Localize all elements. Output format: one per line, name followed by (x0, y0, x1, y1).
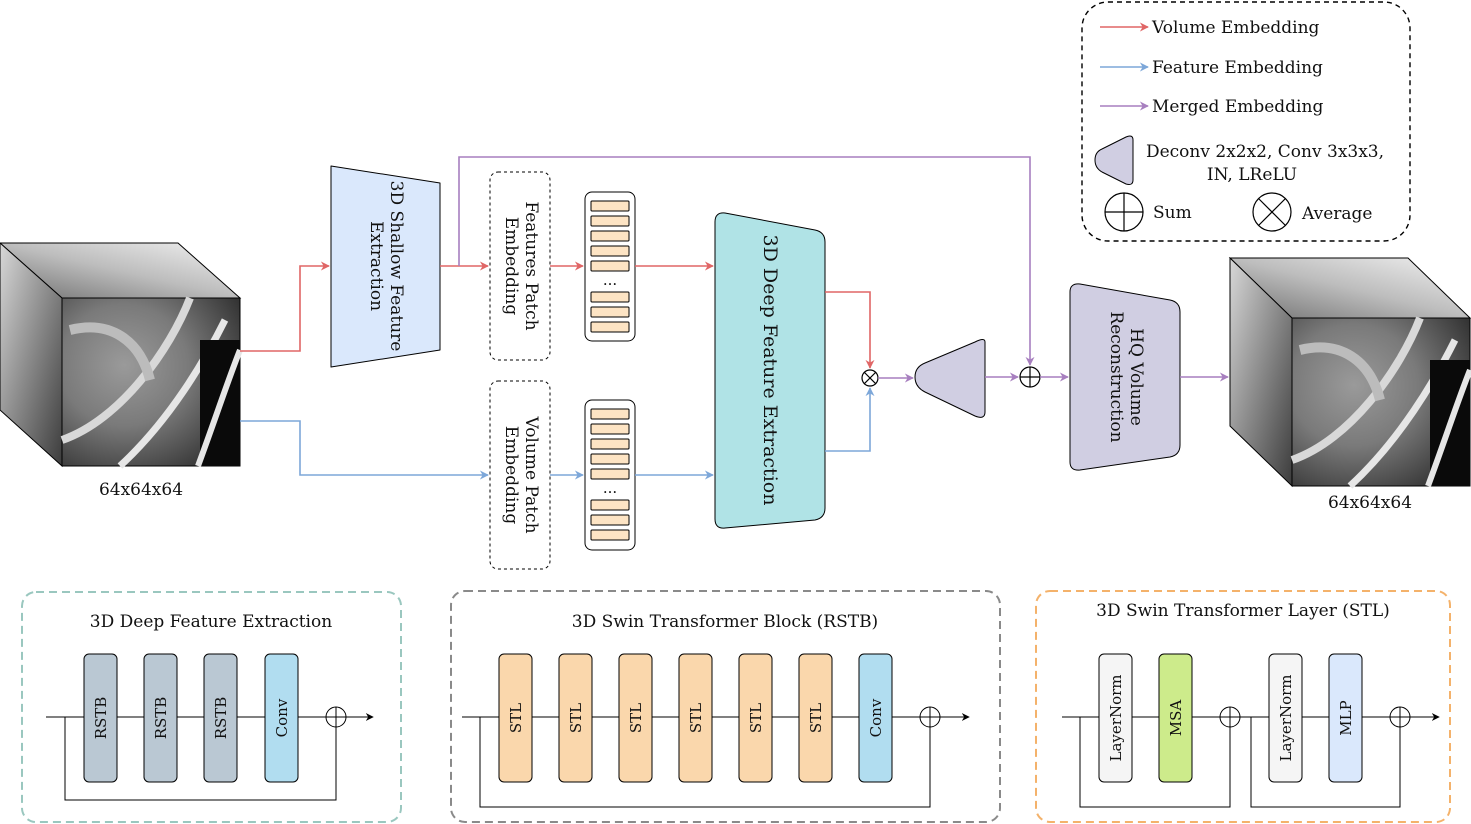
input-volume-cube (0, 242, 243, 469)
volume-token-ellipsis: ... (603, 479, 617, 497)
merged-embedding-arrows (458, 156, 1229, 383)
volume-patch-line2: Embedding (501, 426, 521, 525)
dfe-block-1: RSTB (92, 697, 110, 740)
shallow-label-line1: 3D Shallow Feature (386, 181, 406, 352)
panel-dfe-title: 3D Deep Feature Extraction (90, 612, 332, 632)
volume-embedding-arrows (240, 261, 875, 369)
average-operator-icon (861, 369, 879, 387)
dfe-block-3: RSTB (212, 697, 230, 740)
rstb-block-7: Conv (867, 698, 885, 737)
features-patch-line2: Embedding (501, 217, 521, 316)
legend: Volume Embedding Feature Embedding Merge… (1081, 1, 1411, 242)
legend-feature-embedding: Feature Embedding (1152, 58, 1323, 78)
legend-deconv-icon (1094, 135, 1134, 185)
panel-swin-transformer-block: 3D Swin Transformer Block (RSTB) STL STL… (450, 590, 1001, 823)
stl-block-1: LayerNorm (1107, 675, 1125, 762)
legend-volume-embedding: Volume Embedding (1151, 18, 1320, 38)
panel-deep-feature-extraction: 3D Deep Feature Extraction RSTB RSTB RST… (21, 591, 402, 823)
dfe-block-4: Conv (273, 698, 291, 737)
legend-average-icon (1252, 192, 1292, 232)
feature-token-ellipsis: ... (603, 271, 617, 289)
deconv-upsample-block (914, 339, 986, 418)
rstb-block-6: STL (807, 703, 825, 733)
shallow-feature-extraction-block (330, 165, 441, 368)
rstb-block-2: STL (567, 703, 585, 733)
volume-patch-embedding-block (489, 380, 551, 570)
rstb-block-1: STL (507, 703, 525, 733)
stl-block-2: MSA (1167, 700, 1185, 737)
input-size-label: 64x64x64 (99, 480, 183, 500)
hq-label-line2: Reconstruction (1106, 311, 1126, 442)
stl-sum-icon-1 (1219, 706, 1241, 728)
legend-deconv-line2: IN, LReLU (1207, 165, 1297, 185)
stl-block-4: MLP (1337, 700, 1355, 735)
panel-stl-title: 3D Swin Transformer Layer (STL) (1096, 601, 1390, 621)
volume-token-stack: ... (584, 399, 636, 551)
deep-feature-extraction-block (714, 212, 826, 529)
legend-merged-embedding: Merged Embedding (1152, 97, 1323, 117)
features-patch-embedding-block (489, 171, 551, 361)
features-patch-line1: Features Patch (521, 201, 541, 330)
rstb-block-5: STL (747, 703, 765, 733)
legend-sum-icon (1104, 192, 1144, 232)
legend-sum-label: Sum (1153, 203, 1192, 223)
rstb-block-4: STL (687, 703, 705, 733)
feature-token-stack: ... (584, 191, 636, 342)
hq-label-line1: HQ Volume (1126, 328, 1146, 426)
dfe-block-2: RSTB (152, 697, 170, 740)
output-size-label: 64x64x64 (1328, 493, 1412, 513)
stl-sum-icon-2 (1389, 706, 1411, 728)
panel-swin-transformer-layer: 3D Swin Transformer Layer (STL) LayerNor… (1035, 590, 1451, 823)
stl-block-3: LayerNorm (1277, 675, 1295, 762)
feature-embedding-arrows (240, 387, 875, 480)
output-volume-cube (1228, 256, 1471, 489)
rstb-block-3: STL (627, 703, 645, 733)
volume-patch-line1: Volume Patch (521, 415, 541, 533)
panel-rstb-title: 3D Swin Transformer Block (RSTB) (572, 612, 878, 632)
shallow-label-line2: Extraction (366, 221, 386, 311)
dfe-sum-icon (325, 706, 347, 728)
deep-feature-label: 3D Deep Feature Extraction (759, 235, 781, 506)
legend-average-label: Average (1301, 204, 1372, 224)
sum-operator-icon (1019, 366, 1041, 388)
hq-volume-reconstruction-block (1069, 283, 1181, 471)
rstb-sum-icon (919, 706, 941, 728)
legend-deconv-line1: Deconv 2x2x2, Conv 3x3x3, (1146, 142, 1384, 162)
